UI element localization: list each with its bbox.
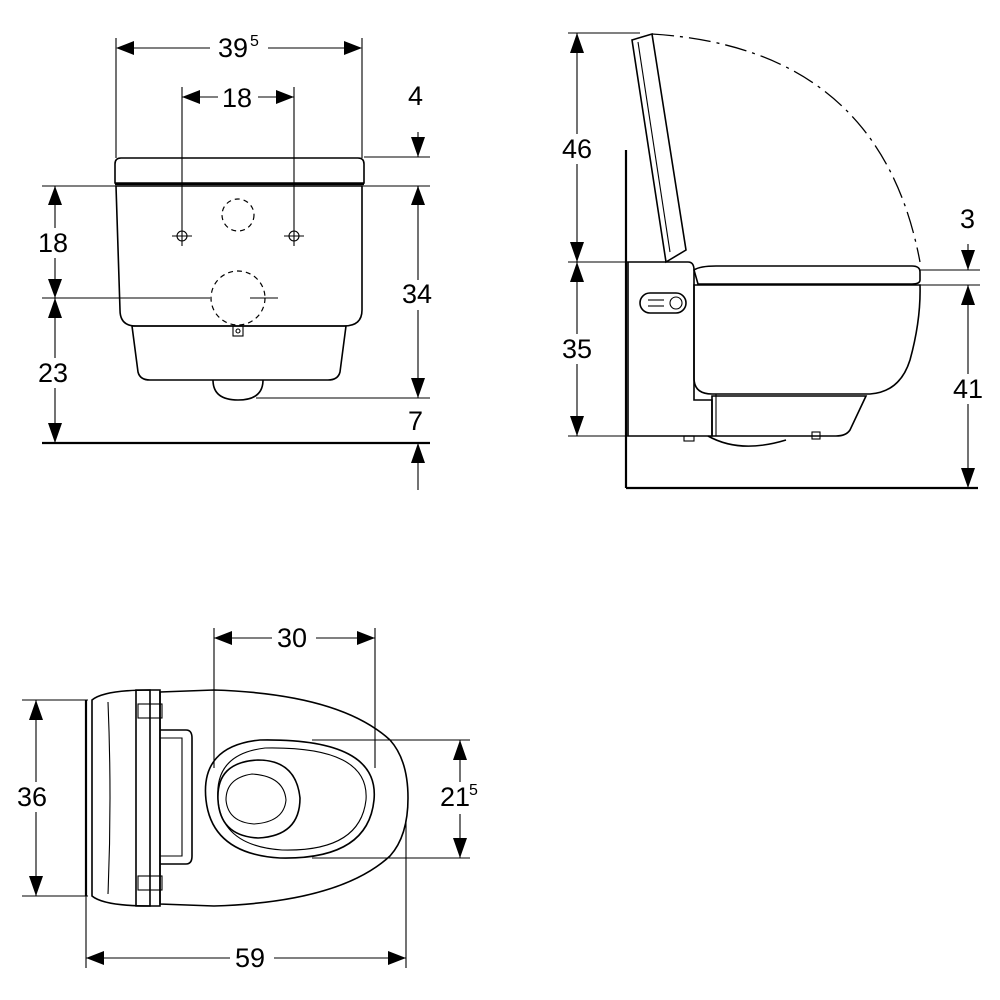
dim-outlet-height: 23 [38, 358, 68, 388]
top-hinge-housing [135, 689, 161, 907]
dim-seat-thickness: 4 [408, 81, 423, 111]
top-view: 30 36 21 5 59 [14, 623, 486, 973]
front-outlet-pipe [212, 379, 264, 401]
fixing-point-right [284, 226, 304, 246]
top-lid [91, 689, 151, 907]
fixing-point-left [172, 226, 192, 246]
dim-rim-height: 35 [562, 334, 592, 364]
side-control-panel [639, 292, 687, 314]
dim-seat-gap: 3 [960, 204, 975, 234]
dim-top-width: 36 [17, 782, 47, 812]
dim-front-width: 39 [218, 33, 248, 63]
dim-floor-offset: 7 [408, 406, 423, 436]
side-seat [693, 265, 921, 285]
side-bowl [693, 284, 921, 395]
side-view: 46 35 3 41 [558, 32, 992, 490]
dim-total-height: 41 [953, 374, 983, 404]
dim-bowl-depth: 30 [277, 623, 307, 653]
dim-front-width-sup: 5 [250, 33, 259, 50]
water-inlet-circle [221, 198, 255, 232]
dim-fixing-spacing: 18 [222, 83, 252, 113]
top-bowl-opening [217, 759, 301, 839]
side-open-lid [631, 32, 687, 264]
front-lower-housing [131, 325, 347, 381]
lid-swing-arc [651, 33, 921, 263]
top-bowl-outline [159, 689, 409, 907]
top-inner-rim [204, 739, 375, 859]
front-seat [114, 157, 365, 184]
dim-opening-width-sup: 5 [469, 782, 478, 799]
dim-opening-width: 21 [440, 782, 470, 812]
dim-fixing-height: 18 [38, 228, 68, 258]
front-screw [232, 325, 244, 337]
side-outlet [707, 435, 787, 447]
dim-lid-height: 46 [562, 134, 592, 164]
dim-body-height: 34 [402, 279, 432, 309]
front-bowl-body [115, 185, 363, 327]
side-underside [711, 395, 868, 437]
dim-total-length: 59 [235, 943, 265, 973]
side-housing [627, 261, 713, 437]
front-view: 39 5 18 4 34 7 18 23 [36, 33, 440, 490]
